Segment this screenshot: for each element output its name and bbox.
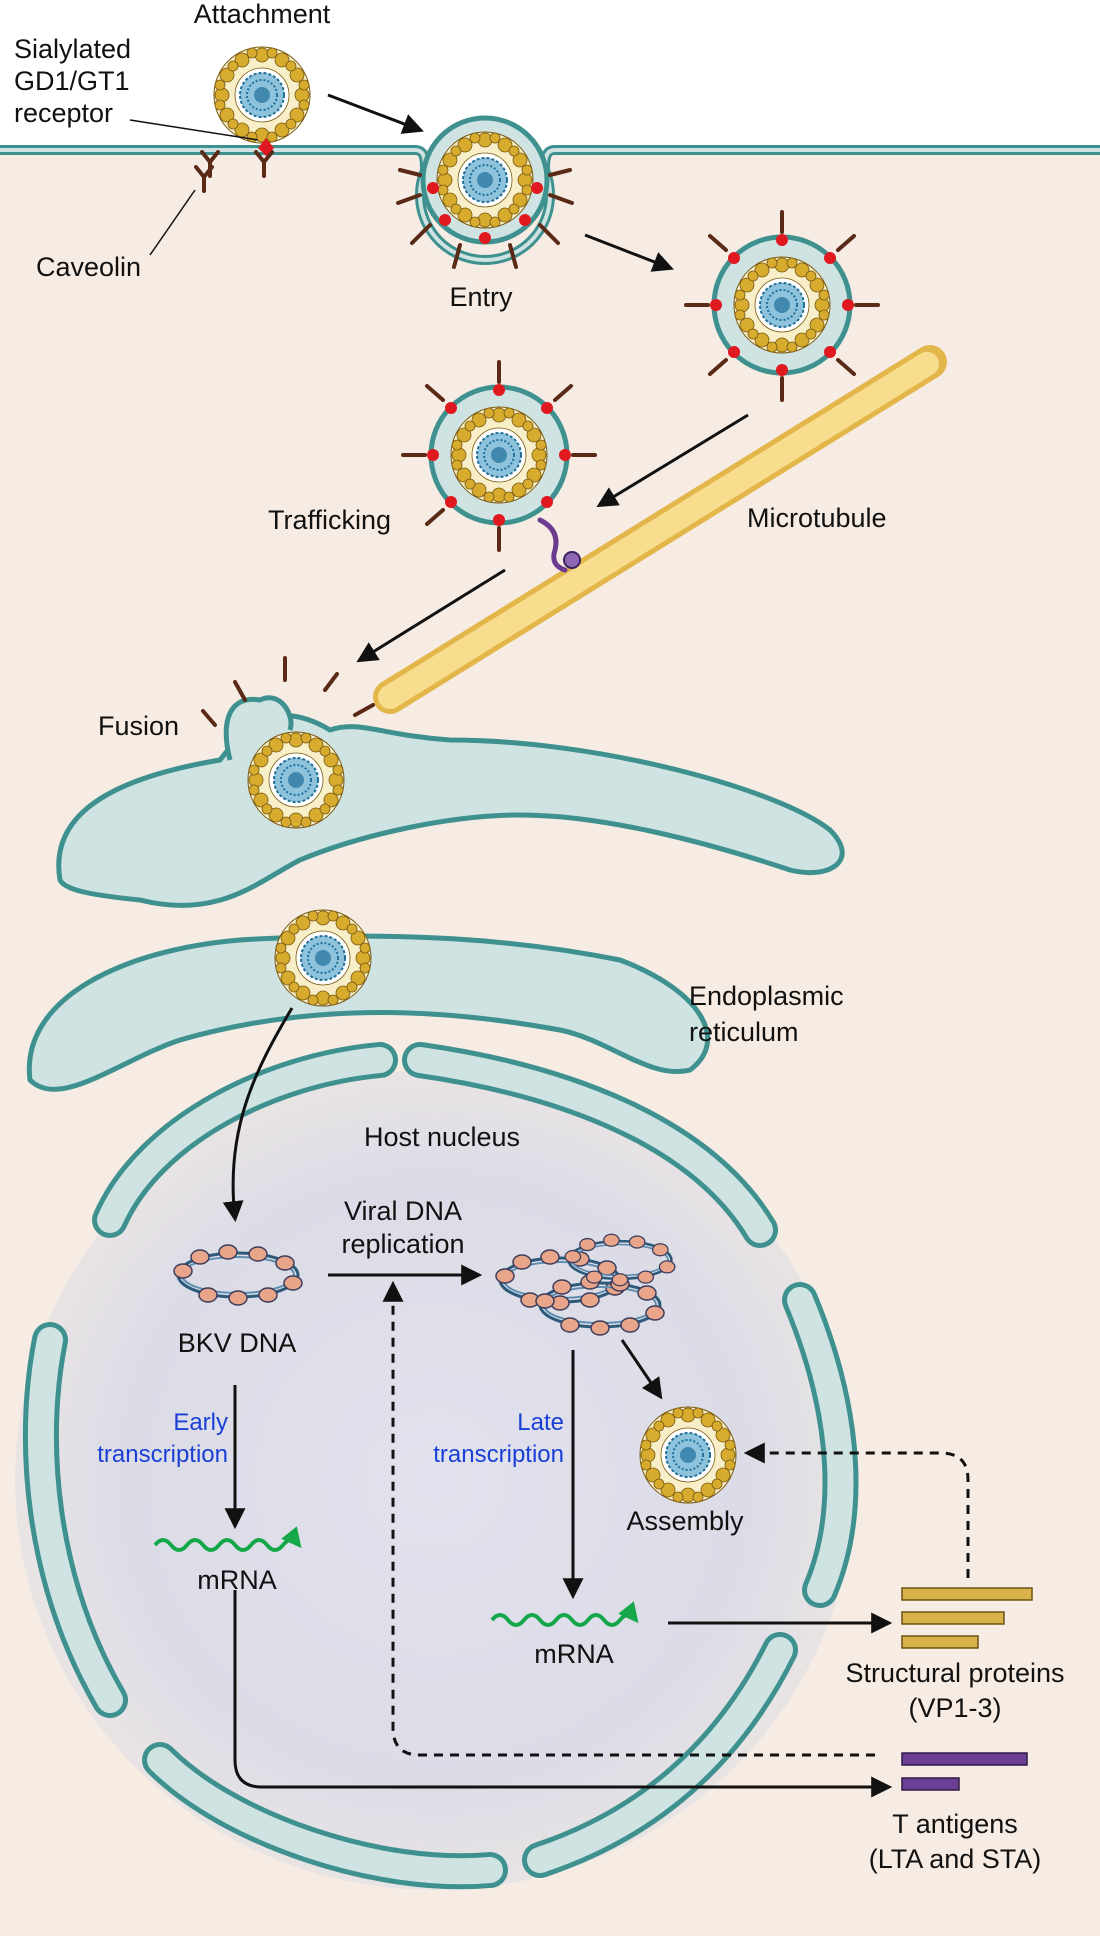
trafficking-virion-icon [401, 360, 597, 552]
late-mrna-label: mRNA [534, 1639, 614, 1669]
motor-protein-icon [537, 517, 581, 573]
bkv-dna-label: BKV DNA [178, 1328, 297, 1358]
host-nucleus-label: Host nucleus [364, 1122, 520, 1152]
fusion-virion-icon [247, 731, 345, 829]
endosome-virion-icon [684, 210, 880, 402]
t-antigens-icon [901, 1752, 1028, 1791]
feedback-arrows [382, 1280, 970, 1757]
late-mrna-icon [490, 1601, 639, 1627]
er-label-line2: reticulum [689, 1017, 799, 1047]
pathway-arrows [222, 93, 893, 1798]
late-transcription-label-line2: transcription [433, 1441, 564, 1468]
entry-virion-icon [396, 115, 574, 269]
receptor-leader-line [129, 119, 259, 141]
er-label-line1: Endoplasmic [689, 981, 844, 1011]
receptor-label-line2: GD1/GT1 [14, 66, 130, 96]
t-antigens-label-line2: (LTA and STA) [869, 1844, 1042, 1874]
assembled-virion-icon [639, 1406, 737, 1504]
receptor-icon [200, 138, 274, 178]
trafficking-label: Trafficking [268, 505, 391, 535]
er-virion-icon [274, 909, 372, 1007]
receptor-label-line1: Sialylated [14, 34, 131, 64]
early-mrna-label: mRNA [197, 1565, 277, 1595]
t-antigens-label-line1: T antigens [892, 1809, 1018, 1839]
caveolin-label: Caveolin [36, 252, 141, 282]
early-mrna-icon [153, 1526, 302, 1552]
caveolin-leader-line [149, 189, 196, 256]
structural-proteins-label-line1: Structural proteins [845, 1658, 1064, 1688]
fusion-label: Fusion [98, 711, 179, 741]
attachment-label: Attachment [194, 0, 331, 29]
replication-label-line1: Viral DNA [344, 1196, 462, 1226]
replication-label-line2: replication [341, 1229, 464, 1259]
entry-label: Entry [449, 282, 513, 312]
microtubule-icon [373, 345, 947, 714]
structural-proteins-label-line2: (VP1-3) [908, 1693, 1001, 1723]
attached-virion-icon [213, 46, 311, 144]
fusion-caveolin-icon [201, 656, 375, 727]
microtubule-label: Microtubule [747, 503, 887, 533]
late-transcription-label-line1: Late [517, 1409, 564, 1436]
early-transcription-label-line1: Early [173, 1409, 228, 1436]
assembly-label: Assembly [626, 1506, 744, 1536]
structural-proteins-icon [901, 1587, 1033, 1649]
early-transcription-label-line2: transcription [97, 1441, 228, 1468]
receptor-label-line3: receptor [14, 98, 113, 128]
